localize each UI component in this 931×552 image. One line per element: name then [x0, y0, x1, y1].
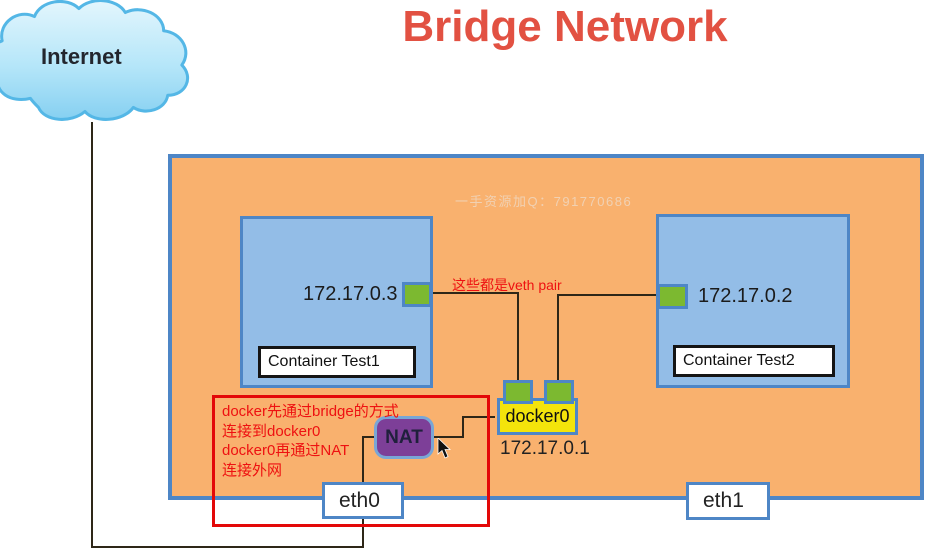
internet-cloud-icon — [0, 0, 190, 121]
container1-veth-port — [402, 282, 432, 307]
mouse-cursor-icon — [437, 438, 451, 459]
page-title: Bridge Network — [402, 2, 728, 51]
annotation-rectangle — [212, 395, 490, 527]
container2-ip: 172.17.0.2 — [698, 285, 793, 307]
container-test2-box: 172.17.0.2 Container Test2 — [656, 214, 850, 388]
container1-label: Container Test1 — [258, 346, 416, 378]
eth0-box: eth0 — [322, 482, 404, 519]
watermark-text: 一手资源加Q：791770686 — [455, 194, 633, 209]
docker0-ip: 172.17.0.1 — [500, 438, 590, 459]
container2-label: Container Test2 — [673, 345, 835, 377]
container-test1-box: 172.17.0.3 Container Test1 — [240, 216, 433, 388]
docker0-veth-port-right — [544, 380, 574, 404]
annotation-line-2: 连接到docker0 — [222, 422, 321, 440]
container2-veth-port — [657, 284, 688, 309]
nat-box: NAT — [374, 416, 434, 459]
veth-pair-note: 这些都是veth pair — [452, 277, 562, 293]
annotation-text: docker先通过bridge的方式 连接到docker0 docker0再通过… — [222, 402, 399, 480]
annotation-line-3: docker0再通过NAT — [222, 442, 350, 459]
eth1-box: eth1 — [686, 482, 770, 520]
annotation-line-4: 连接外网 — [222, 461, 283, 479]
docker0-veth-port-left — [503, 380, 533, 404]
container1-ip: 172.17.0.3 — [303, 283, 398, 305]
annotation-line-1: docker先通过bridge的方式 — [222, 403, 399, 420]
internet-label: Internet — [41, 44, 122, 69]
docker0-bridge-box: docker0 — [497, 398, 578, 435]
